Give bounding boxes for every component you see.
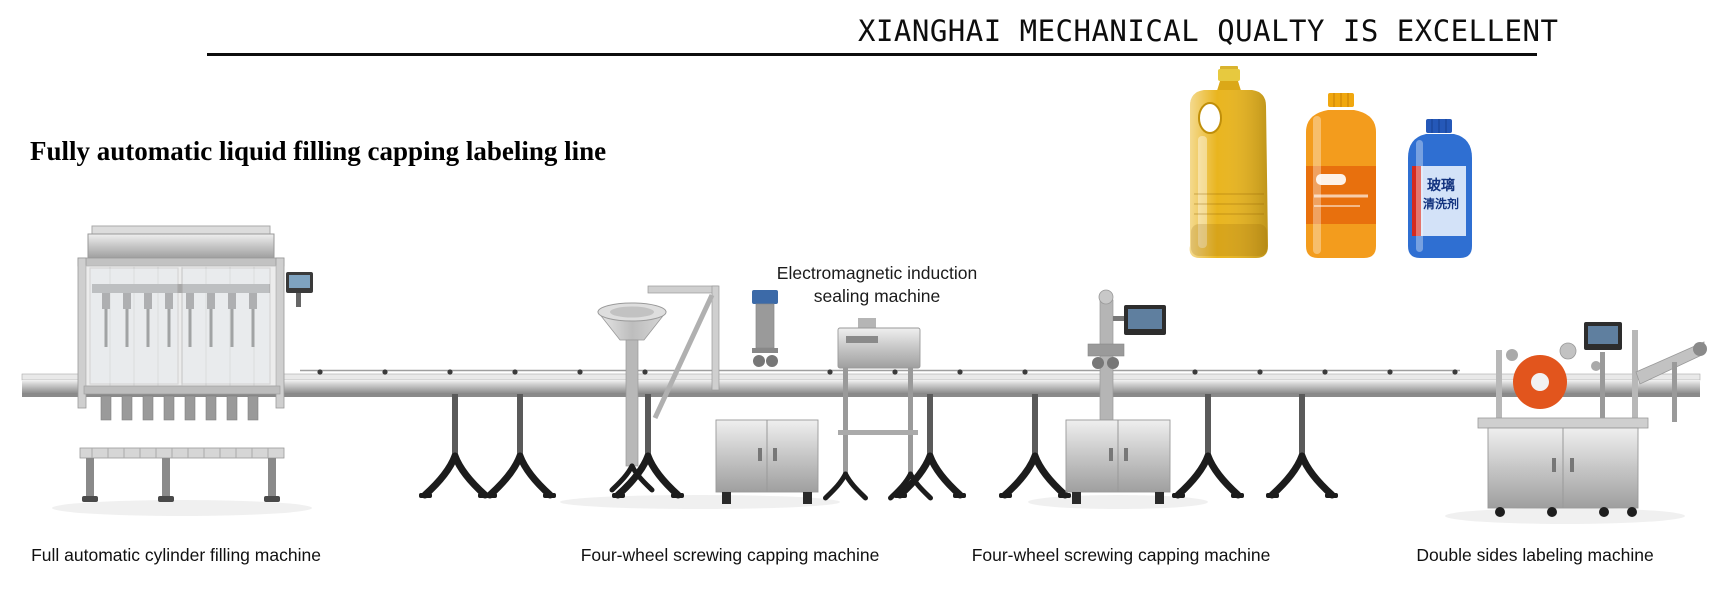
- glass-cleaner-bottle: 玻璃 清洗剂: [1408, 119, 1472, 258]
- filling-cylinders: [100, 395, 259, 421]
- filling-machine-graphic: [77, 225, 313, 502]
- bottle-label-text-1: 玻璃: [1427, 177, 1455, 194]
- sealing-annotation-line2: sealing machine: [813, 286, 941, 306]
- floor-shadows: [52, 495, 1685, 524]
- machine-label-filling: Full automatic cylinder filling machine: [31, 545, 321, 565]
- conveyor-belt: [21, 369, 1701, 498]
- labeler-control-panel: [1584, 322, 1622, 350]
- capping-machine-1-graphic: [597, 285, 819, 504]
- capping-head-2: [1087, 343, 1125, 369]
- orange-drink-bottle: [1306, 93, 1376, 258]
- machine-label-capping-1: Four-wheel screwing capping machine: [580, 545, 880, 565]
- product-bottles: 玻璃 清洗剂: [1189, 66, 1472, 258]
- machine-label-labeling: Double sides labeling machine: [1416, 545, 1654, 565]
- label-roll: [1513, 355, 1567, 409]
- labeling-machine-graphic: [1477, 322, 1707, 517]
- sealing-annotation-line1: Electromagnetic induction: [776, 263, 978, 283]
- capping-machine-2-graphic: [1065, 289, 1171, 504]
- machine-label-capping-2: Four-wheel screwing capping machine: [971, 545, 1271, 565]
- sealing-machine-graphic: [826, 318, 931, 498]
- sealing-machine-annotation: Electromagnetic induction sealing machin…: [777, 262, 977, 308]
- line-title: Fully automatic liquid filling capping l…: [30, 136, 607, 166]
- control-monitor: [1124, 305, 1166, 335]
- bottle-label-text-2: 清洗剂: [1423, 196, 1459, 211]
- capping-head-1: [752, 290, 778, 367]
- header-slogan: XIANGHAI MECHANICAL QUALTY IS EXCELLENT: [858, 14, 1559, 48]
- header-underline: [207, 53, 1537, 56]
- cooking-oil-bottle: [1189, 66, 1268, 258]
- caster-wheels: [1495, 507, 1637, 517]
- filling-nozzles: [102, 293, 257, 347]
- bottle-handle-hole: [1199, 103, 1221, 133]
- conveyor-legs: [419, 394, 1338, 498]
- filling-control-panel: [286, 272, 313, 307]
- guide-rail-knobs: [317, 369, 1458, 375]
- bowl-feeder: [597, 302, 667, 341]
